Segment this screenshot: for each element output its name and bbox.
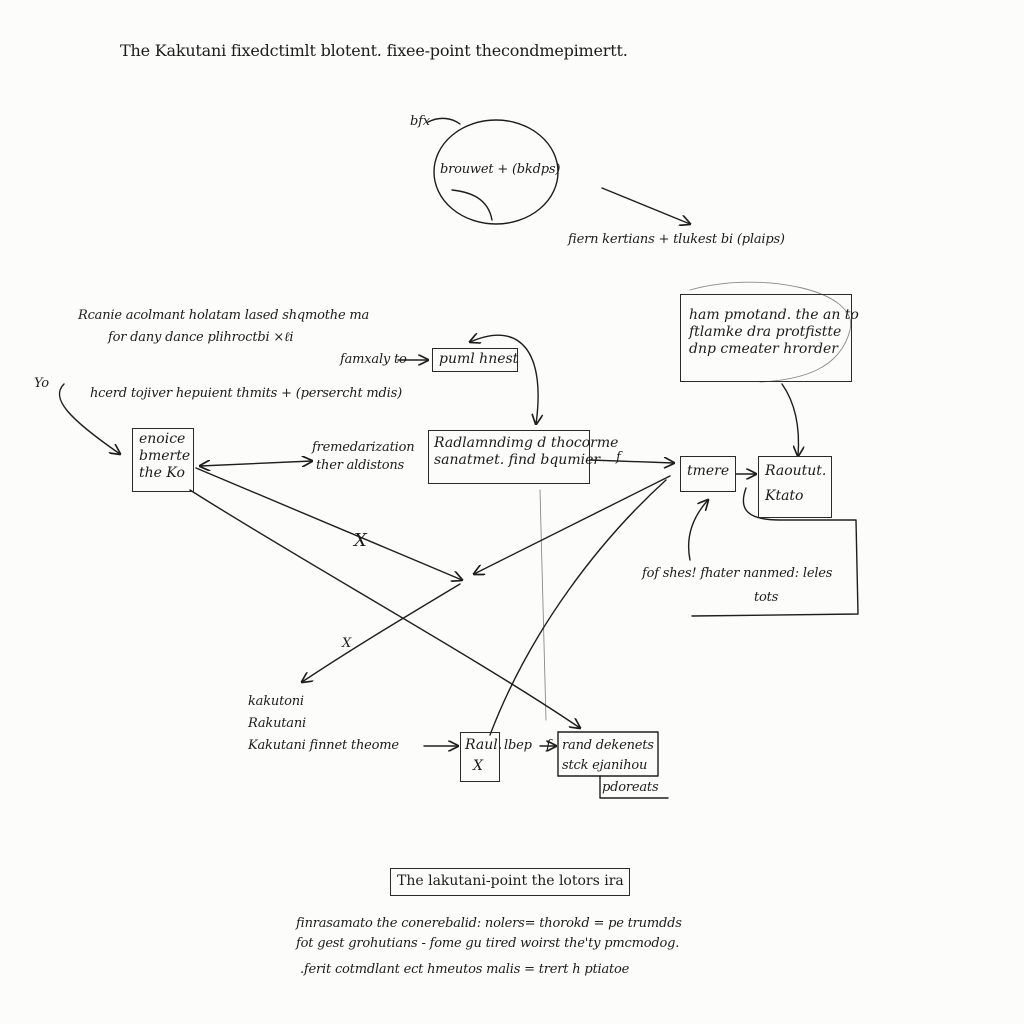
tmere-box-text: tmere	[687, 463, 730, 479]
bottom-lbep: lbep	[504, 738, 532, 753]
left-side-tag: Yo	[34, 376, 49, 391]
center-box-line1: Radlamndimg d thocorme	[434, 435, 619, 451]
mid-caption-line1: fremedarization	[312, 440, 415, 455]
top-right-box: ham pmotand. the an to ftlamke dra protf…	[680, 294, 859, 382]
left-top-caption: hcerd tojiver hepuient thmits + (perserc…	[90, 386, 402, 401]
kakutani-stack-1: kakutoni	[248, 694, 304, 709]
tmere-box: tmere	[680, 456, 736, 492]
bottom-stacked-line2: stck ejanihou	[562, 758, 648, 773]
guide-arc-top-right	[689, 281, 852, 383]
left-note-line2: for dany dance plihroctbi ×ℓi	[108, 330, 294, 345]
pund-box: puml hnest	[432, 348, 518, 372]
top-right-box-line1: ham pmotand. the an to	[689, 307, 859, 323]
guide-vertical-1	[539, 489, 547, 721]
arrow-center-down-left	[302, 583, 461, 682]
bottom-paragraph-1: finrasamato the conerebalid: nolers= tho…	[296, 916, 682, 931]
circle-tag-curve	[427, 117, 461, 125]
left-note-line1: Rcanie acolmant holatam lased shqmothe m…	[78, 308, 370, 323]
center-box: Radlamndimg d thocorme sanatmet. find bq…	[428, 430, 619, 484]
bottom-f: f	[546, 738, 551, 753]
arrow-center-to-tmere	[589, 460, 674, 463]
line-enoice-to-bottom	[189, 489, 580, 728]
bracket-kautut	[691, 487, 859, 617]
line-tmere-to-raul	[489, 479, 667, 736]
kakutani-stack-3: Kakutani finnet theome	[248, 738, 399, 753]
arrow-yo-to-enoice	[58, 383, 120, 454]
top-right-caption: fiern kertians + tlukest bi (plaips)	[568, 232, 785, 247]
raul-box-line2: X	[473, 758, 483, 774]
bottom-paragraph-2: fot gest grohutians - fome gu tired woir…	[296, 936, 680, 951]
kakutani-stack-2: Rakutani	[248, 716, 306, 731]
right-caption-line2: tots	[754, 590, 779, 605]
top-node-tag: bfx	[410, 114, 430, 129]
enoice-line-2: bmerte	[139, 448, 191, 464]
bottom-title-box: The lakutani-point the lotors ira	[390, 868, 630, 896]
mid-caption-line2: ther aldistons	[316, 458, 404, 473]
kautut-line2: Ktato	[765, 488, 804, 504]
arrow-topbox-to-kautut	[781, 383, 798, 456]
arrow-top-right	[601, 187, 690, 224]
arrow-enoice-mid	[200, 461, 312, 466]
pund-box-text: puml hnest	[439, 351, 519, 367]
kautut-line1: Raoutut.	[765, 463, 827, 479]
arrow-enoice-to-center	[195, 467, 462, 580]
raul-box: Raul. X	[460, 732, 503, 782]
bottom-stacked-line1: rand dekenets	[562, 738, 654, 753]
raul-box-line1: Raul.	[465, 737, 503, 753]
stacked-box-outline	[557, 731, 669, 799]
arrow-tmere-to-center	[474, 475, 671, 574]
center-box-line2: sanatmet. find bqumier	[434, 452, 601, 468]
top-right-box-line2: ftlamke dra protfistte	[689, 324, 842, 340]
arrow-mark-f: f	[616, 450, 621, 465]
brouwer-label: brouwet + (bkdps)	[440, 162, 561, 177]
kautut-box: Raoutut. Ktato	[758, 456, 832, 518]
enoice-line-1: enoice	[139, 431, 186, 447]
arrow-pund-to-center	[470, 335, 538, 424]
enoice-box: enoice bmerte the Ko	[132, 428, 194, 492]
brouwer-circle	[433, 119, 559, 225]
family-label: famxaly to	[340, 352, 407, 367]
bottom-stacked-line3: pdoreats	[602, 780, 659, 795]
arrow-up-to-tmere	[687, 500, 708, 561]
enoice-line-3: the Ko	[139, 465, 185, 481]
cross-mark-1: X	[354, 530, 367, 551]
diagram-title: The Kakutani fixedctimlt blotent. fixee-…	[120, 41, 628, 60]
bottom-title-text: The lakutani-point the lotors ira	[397, 873, 624, 889]
right-caption-line1: fof shes! fhater nanmed: leles	[642, 566, 833, 581]
circle-inner-curve	[451, 189, 493, 221]
cross-mark-2: X	[342, 636, 352, 651]
bottom-paragraph-3: .ferit cotmdlant ect hmeutos malis = tre…	[300, 962, 630, 977]
top-right-box-line3: dnp cmeater hrorder	[689, 341, 838, 357]
